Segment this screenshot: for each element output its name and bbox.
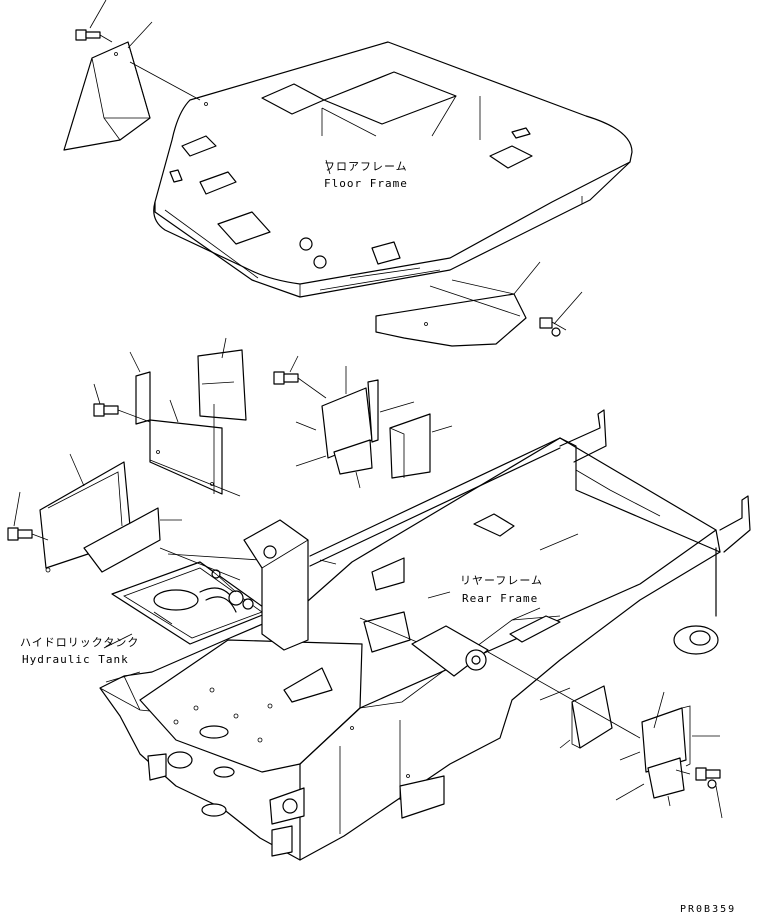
bolt-icon bbox=[540, 292, 582, 336]
bolt-icon bbox=[676, 768, 722, 818]
floor-frame-label-jp: フロアフレーム bbox=[324, 160, 408, 173]
side-covers-right bbox=[296, 366, 452, 488]
floor-frame-label-en: Floor Frame bbox=[324, 177, 408, 190]
side-covers-lower-right bbox=[560, 686, 720, 806]
leader-line bbox=[90, 0, 106, 28]
bolt-icon bbox=[274, 356, 326, 398]
hydraulic-tank-label-en: Hydraulic Tank bbox=[22, 653, 129, 666]
drawing-code: PR0B359 bbox=[680, 904, 736, 915]
leader-line bbox=[128, 22, 152, 48]
hydraulic-tank-label-jp: ハイドロリックタンク bbox=[20, 636, 139, 649]
bolt-icon bbox=[76, 30, 112, 42]
rear-frame-label-en: Rear Frame bbox=[462, 592, 538, 605]
rear-frame-label-jp: リヤーフレーム bbox=[460, 574, 543, 587]
floor-bracket-right bbox=[376, 262, 540, 346]
cover-plates-left bbox=[130, 338, 246, 496]
cover-plates-lower-left bbox=[40, 454, 182, 572]
